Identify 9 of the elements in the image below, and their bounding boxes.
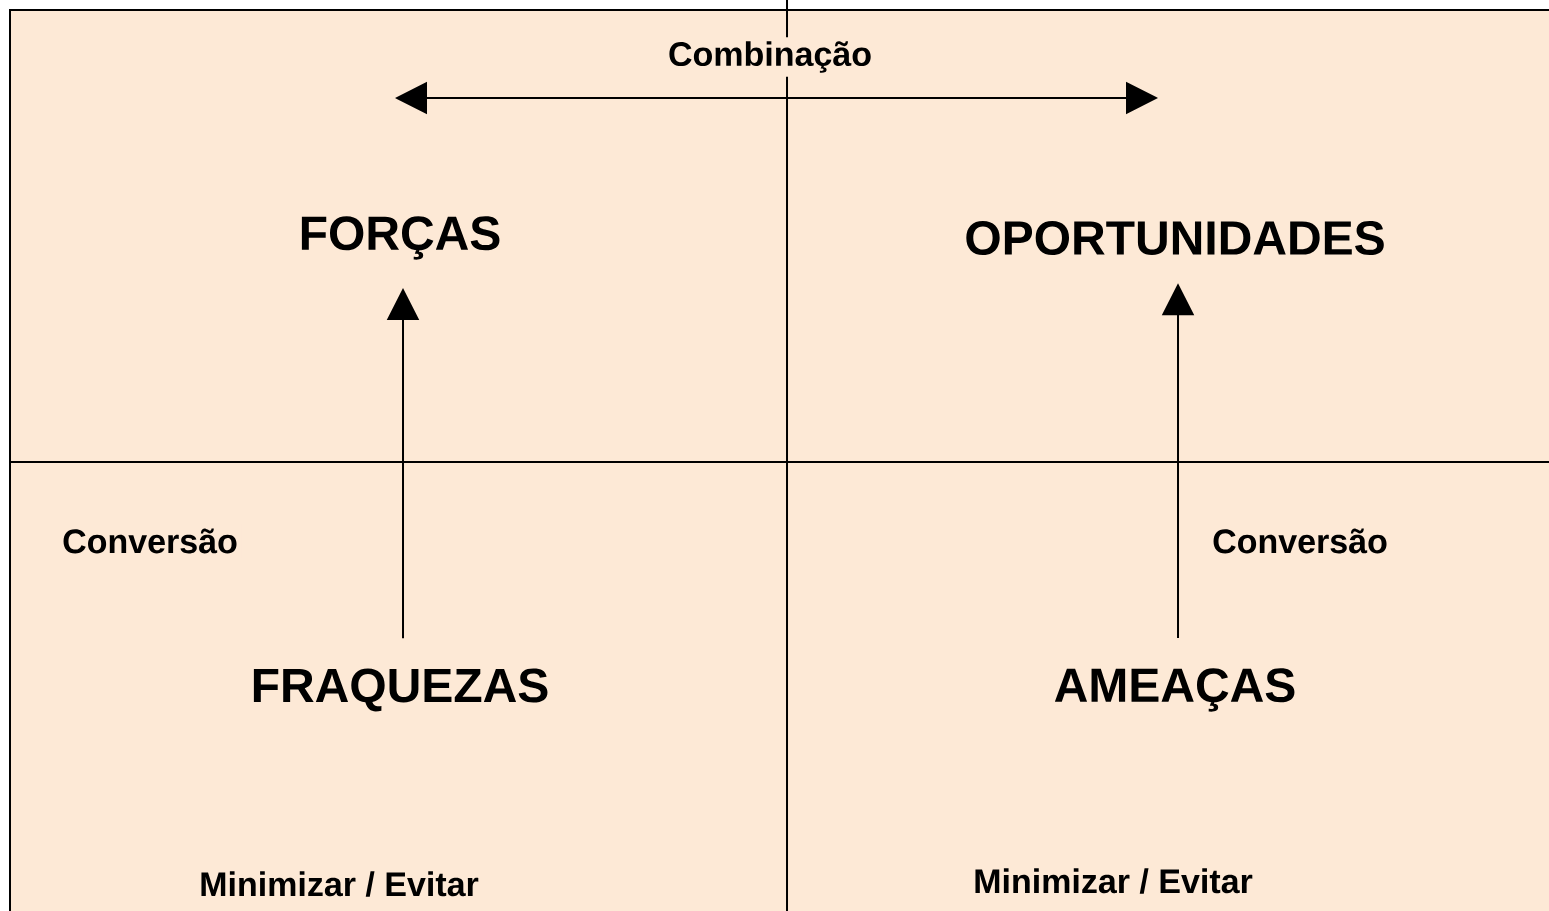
- edge-label: Conversão: [58, 524, 242, 558]
- quadrant-note: Minimizar / Evitar: [975, 868, 1253, 894]
- edge-label: Combinação: [664, 37, 877, 77]
- quadrant-title: FORÇAS: [301, 216, 500, 260]
- edge-label: Conversão: [1208, 524, 1392, 558]
- quadrant-title: OPORTUNIDADES: [966, 221, 1384, 255]
- quadrant-note: Minimizar / Evitar: [201, 871, 479, 897]
- quadrant-title: AMEAÇAS: [1054, 668, 1295, 712]
- quadrant-title: FRAQUEZAS: [253, 668, 548, 712]
